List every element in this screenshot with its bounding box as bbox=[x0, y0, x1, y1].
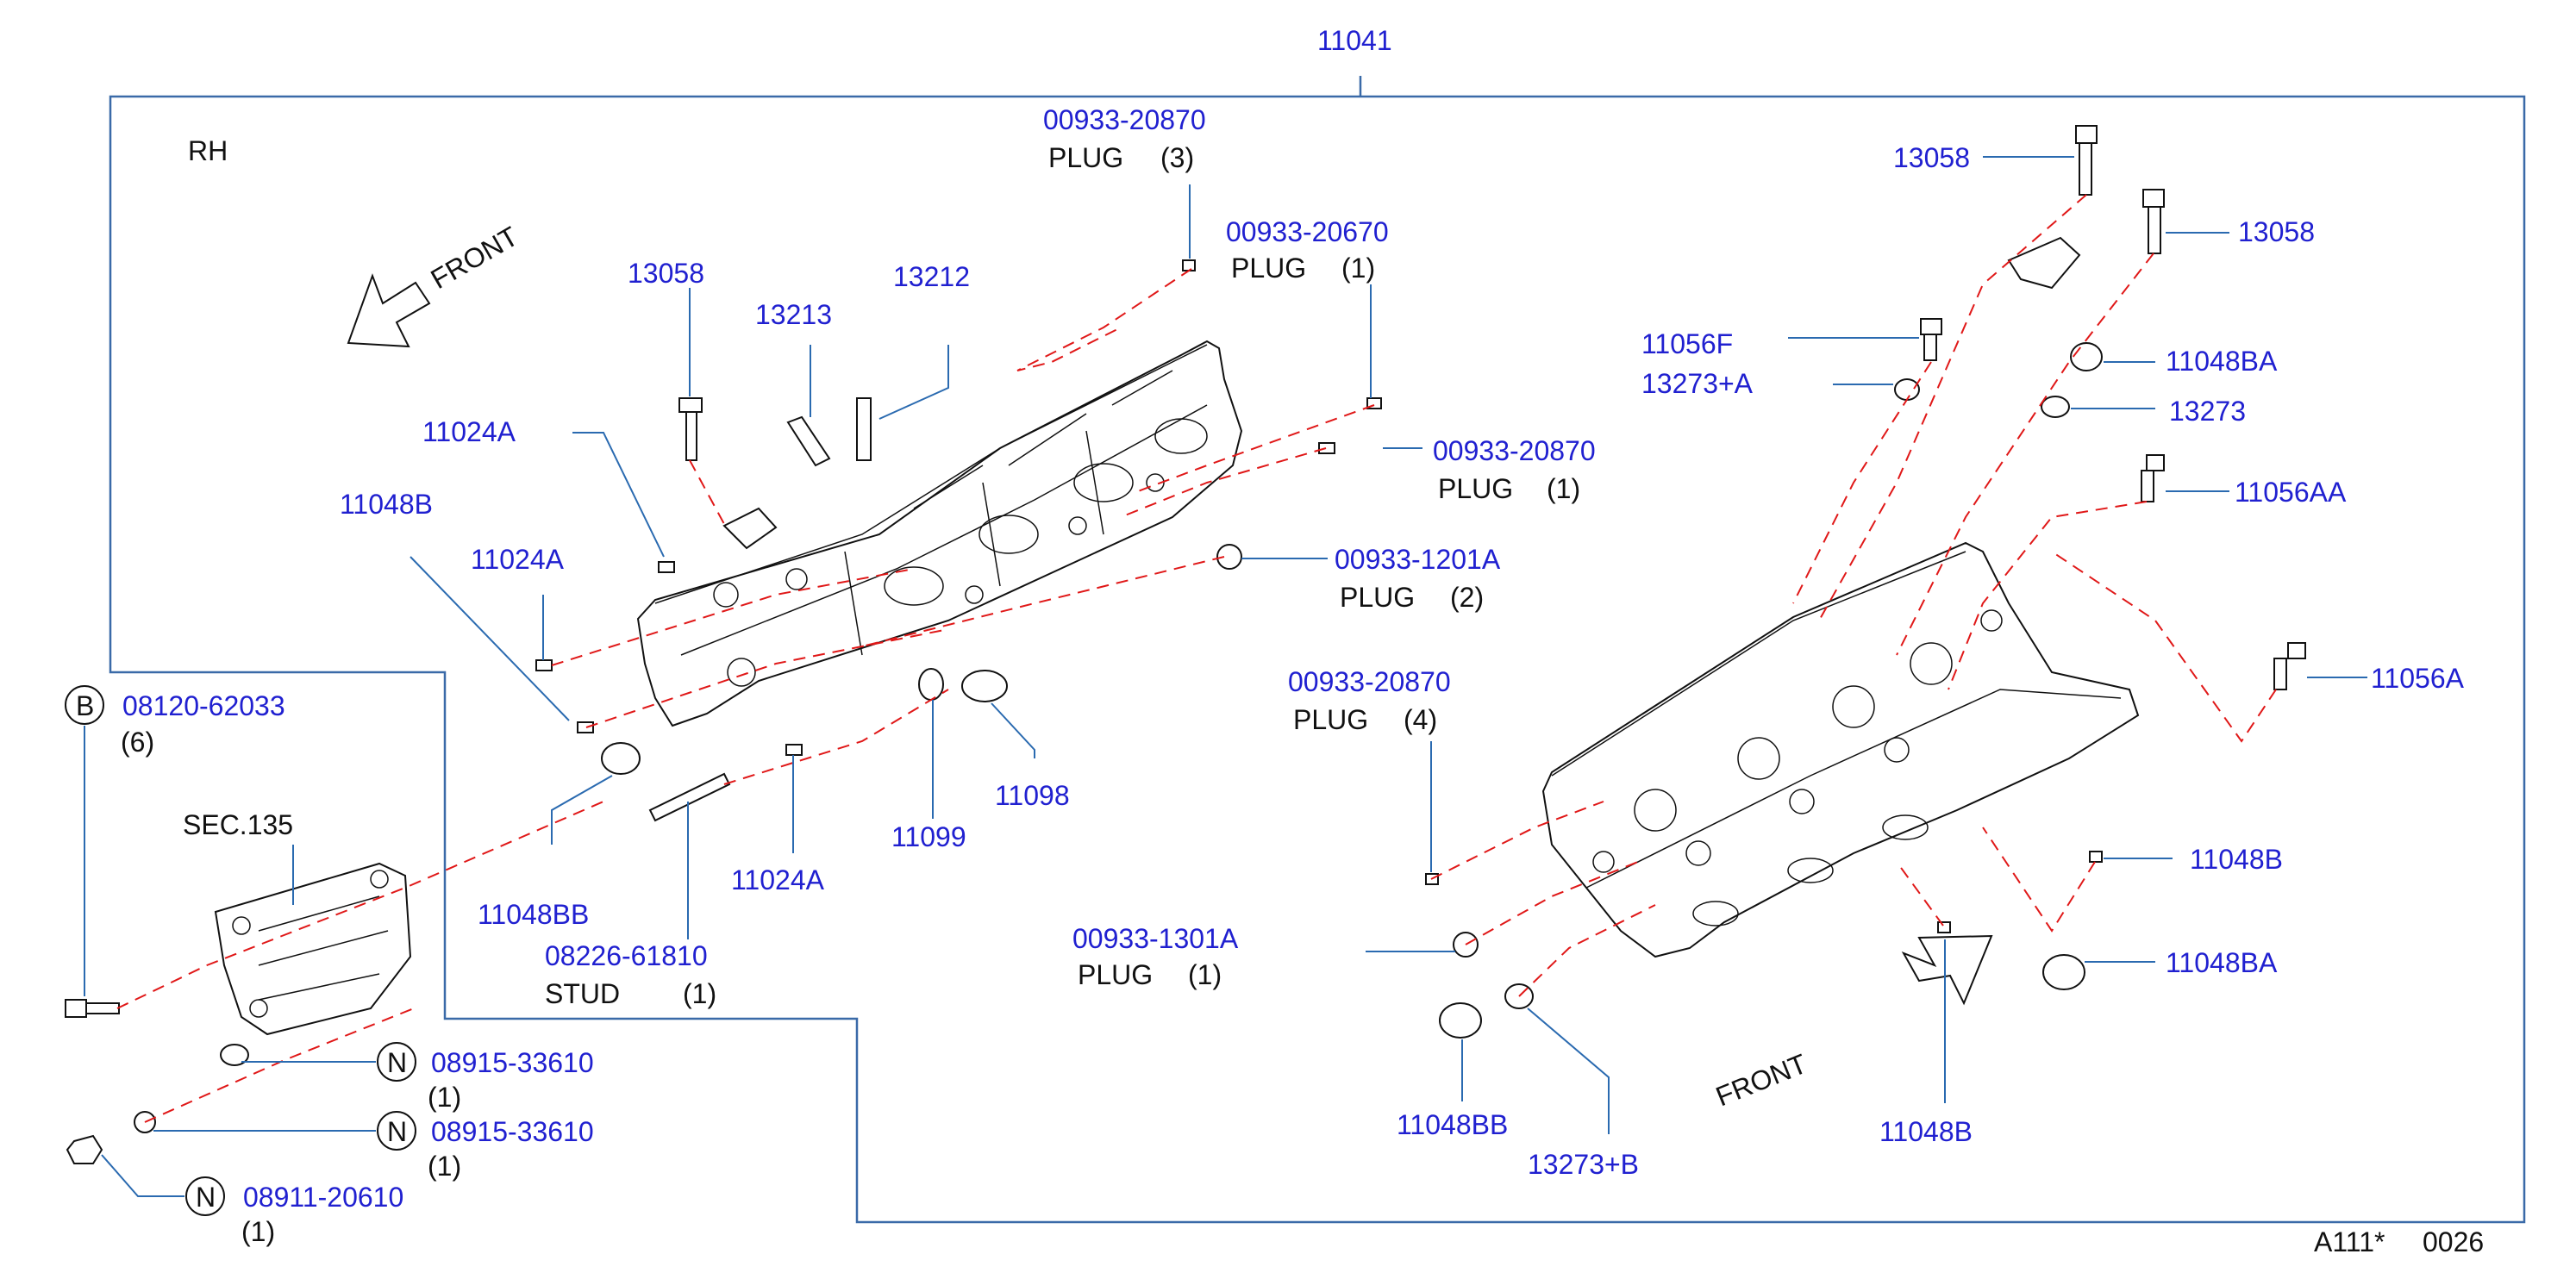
label-13273a: 13273+A bbox=[1641, 368, 1754, 399]
label-11098: 11098 bbox=[995, 780, 1070, 811]
svg-text:PLUG: PLUG bbox=[1438, 473, 1513, 504]
label-sec135: SEC.135 bbox=[183, 809, 293, 840]
callout-plug-1b: 00933-20870 PLUG (1) bbox=[1433, 435, 1596, 504]
svg-text:(1): (1) bbox=[683, 978, 716, 1009]
svg-text:PLUG: PLUG bbox=[1048, 142, 1123, 173]
label-13058-r1: 13058 bbox=[1893, 142, 1970, 173]
assembly-frame bbox=[109, 76, 2526, 1224]
callout-nut-n: N 08911-20610 (1) bbox=[185, 1176, 403, 1247]
svg-text:FRONT: FRONT bbox=[1711, 1048, 1811, 1113]
label-11056f: 11056F bbox=[1641, 328, 1733, 359]
callout-plug-2: 00933-1201A PLUG (2) bbox=[1335, 544, 1501, 613]
callout-bolt-b: B 08120-62033 (6) bbox=[65, 685, 285, 758]
front-arrow-left: FRONT bbox=[347, 221, 523, 348]
assembly-number: 11041 bbox=[1317, 25, 1392, 56]
figure-number: 0026 bbox=[2423, 1226, 2484, 1257]
svg-text:B: B bbox=[76, 690, 94, 721]
svg-text:00933-1201A: 00933-1201A bbox=[1335, 544, 1501, 575]
label-13058-r2: 13058 bbox=[2238, 216, 2315, 247]
callout-washer-n1: N 08915-33610 (1) bbox=[377, 1042, 594, 1113]
label-11048bb-left: 11048BB bbox=[478, 899, 589, 930]
svg-text:(1): (1) bbox=[1547, 473, 1580, 504]
label-11024a-mid: 11024A bbox=[471, 544, 565, 575]
label-11048bb-right: 11048BB bbox=[1397, 1109, 1508, 1140]
label-13213: 13213 bbox=[755, 299, 832, 330]
label-11024a-top: 11024A bbox=[422, 416, 516, 447]
label-11056a: 11056A bbox=[2371, 663, 2465, 694]
svg-text:FRONT: FRONT bbox=[426, 221, 523, 295]
svg-text:00933-1301A: 00933-1301A bbox=[1072, 923, 1239, 954]
leader-lines bbox=[84, 156, 2367, 1197]
label-11024a-bottom: 11024A bbox=[731, 864, 825, 895]
callout-washer-n2: N 08915-33610 (1) bbox=[377, 1111, 594, 1182]
svg-text:PLUG: PLUG bbox=[1293, 704, 1368, 735]
svg-text:PLUG: PLUG bbox=[1340, 582, 1415, 613]
svg-text:(1): (1) bbox=[428, 1151, 461, 1182]
label-11056aa: 11056AA bbox=[2235, 477, 2347, 508]
svg-text:08120-62033: 08120-62033 bbox=[122, 690, 285, 721]
label-11048b-right: 11048B bbox=[2190, 844, 2283, 875]
svg-text:(1): (1) bbox=[241, 1216, 275, 1247]
label-13212: 13212 bbox=[893, 261, 970, 292]
installation-lines bbox=[116, 194, 2277, 1123]
label-11048ba-bottom: 11048BA bbox=[2166, 947, 2278, 978]
label-13058-left: 13058 bbox=[628, 258, 704, 289]
svg-text:08915-33610: 08915-33610 bbox=[431, 1116, 594, 1147]
callout-plug-3: 00933-20870 PLUG (3) bbox=[1043, 104, 1206, 173]
cylinder-head-left bbox=[636, 340, 1243, 727]
svg-text:N: N bbox=[387, 1116, 407, 1147]
callout-plug-1c: 00933-1301A PLUG (1) bbox=[1072, 923, 1239, 990]
svg-text:00933-20870: 00933-20870 bbox=[1043, 104, 1206, 135]
callout-plug-1a: 00933-20670 PLUG (1) bbox=[1226, 216, 1389, 284]
callout-plug-4: 00933-20870 PLUG (4) bbox=[1288, 666, 1451, 735]
figure-code: A111* bbox=[2314, 1226, 2385, 1257]
svg-text:(1): (1) bbox=[1188, 959, 1222, 990]
svg-text:(1): (1) bbox=[1341, 253, 1375, 284]
label-11048b-left: 11048B bbox=[340, 489, 433, 520]
label-11048b-bottom: 11048B bbox=[1879, 1116, 1973, 1147]
label-13273: 13273 bbox=[2169, 396, 2246, 427]
svg-text:N: N bbox=[387, 1047, 407, 1078]
side-label: RH bbox=[188, 135, 228, 166]
svg-text:(4): (4) bbox=[1404, 704, 1437, 735]
label-11099: 11099 bbox=[891, 821, 966, 852]
svg-text:(1): (1) bbox=[428, 1082, 461, 1113]
svg-text:N: N bbox=[196, 1182, 216, 1213]
front-arrow-right: FRONT bbox=[1711, 934, 1993, 1113]
svg-text:(3): (3) bbox=[1160, 142, 1194, 173]
svg-text:PLUG: PLUG bbox=[1078, 959, 1153, 990]
svg-text:00933-20870: 00933-20870 bbox=[1433, 435, 1596, 466]
svg-text:08911-20610: 08911-20610 bbox=[243, 1182, 403, 1213]
svg-text:00933-20670: 00933-20670 bbox=[1226, 216, 1389, 247]
svg-text:PLUG: PLUG bbox=[1231, 253, 1306, 284]
sec135-bracket bbox=[214, 862, 412, 1036]
label-11048ba-top: 11048BA bbox=[2166, 346, 2278, 377]
label-13273b: 13273+B bbox=[1528, 1149, 1639, 1180]
svg-text:(2): (2) bbox=[1450, 582, 1484, 613]
svg-text:08915-33610: 08915-33610 bbox=[431, 1047, 594, 1078]
callout-stud: 08226-61810 STUD (1) bbox=[545, 940, 716, 1009]
svg-text:STUD: STUD bbox=[545, 978, 620, 1009]
cylinder-head-right bbox=[1541, 541, 2140, 958]
svg-text:00933-20870: 00933-20870 bbox=[1288, 666, 1451, 697]
svg-text:(6): (6) bbox=[121, 727, 154, 758]
svg-text:08226-61810: 08226-61810 bbox=[545, 940, 708, 971]
